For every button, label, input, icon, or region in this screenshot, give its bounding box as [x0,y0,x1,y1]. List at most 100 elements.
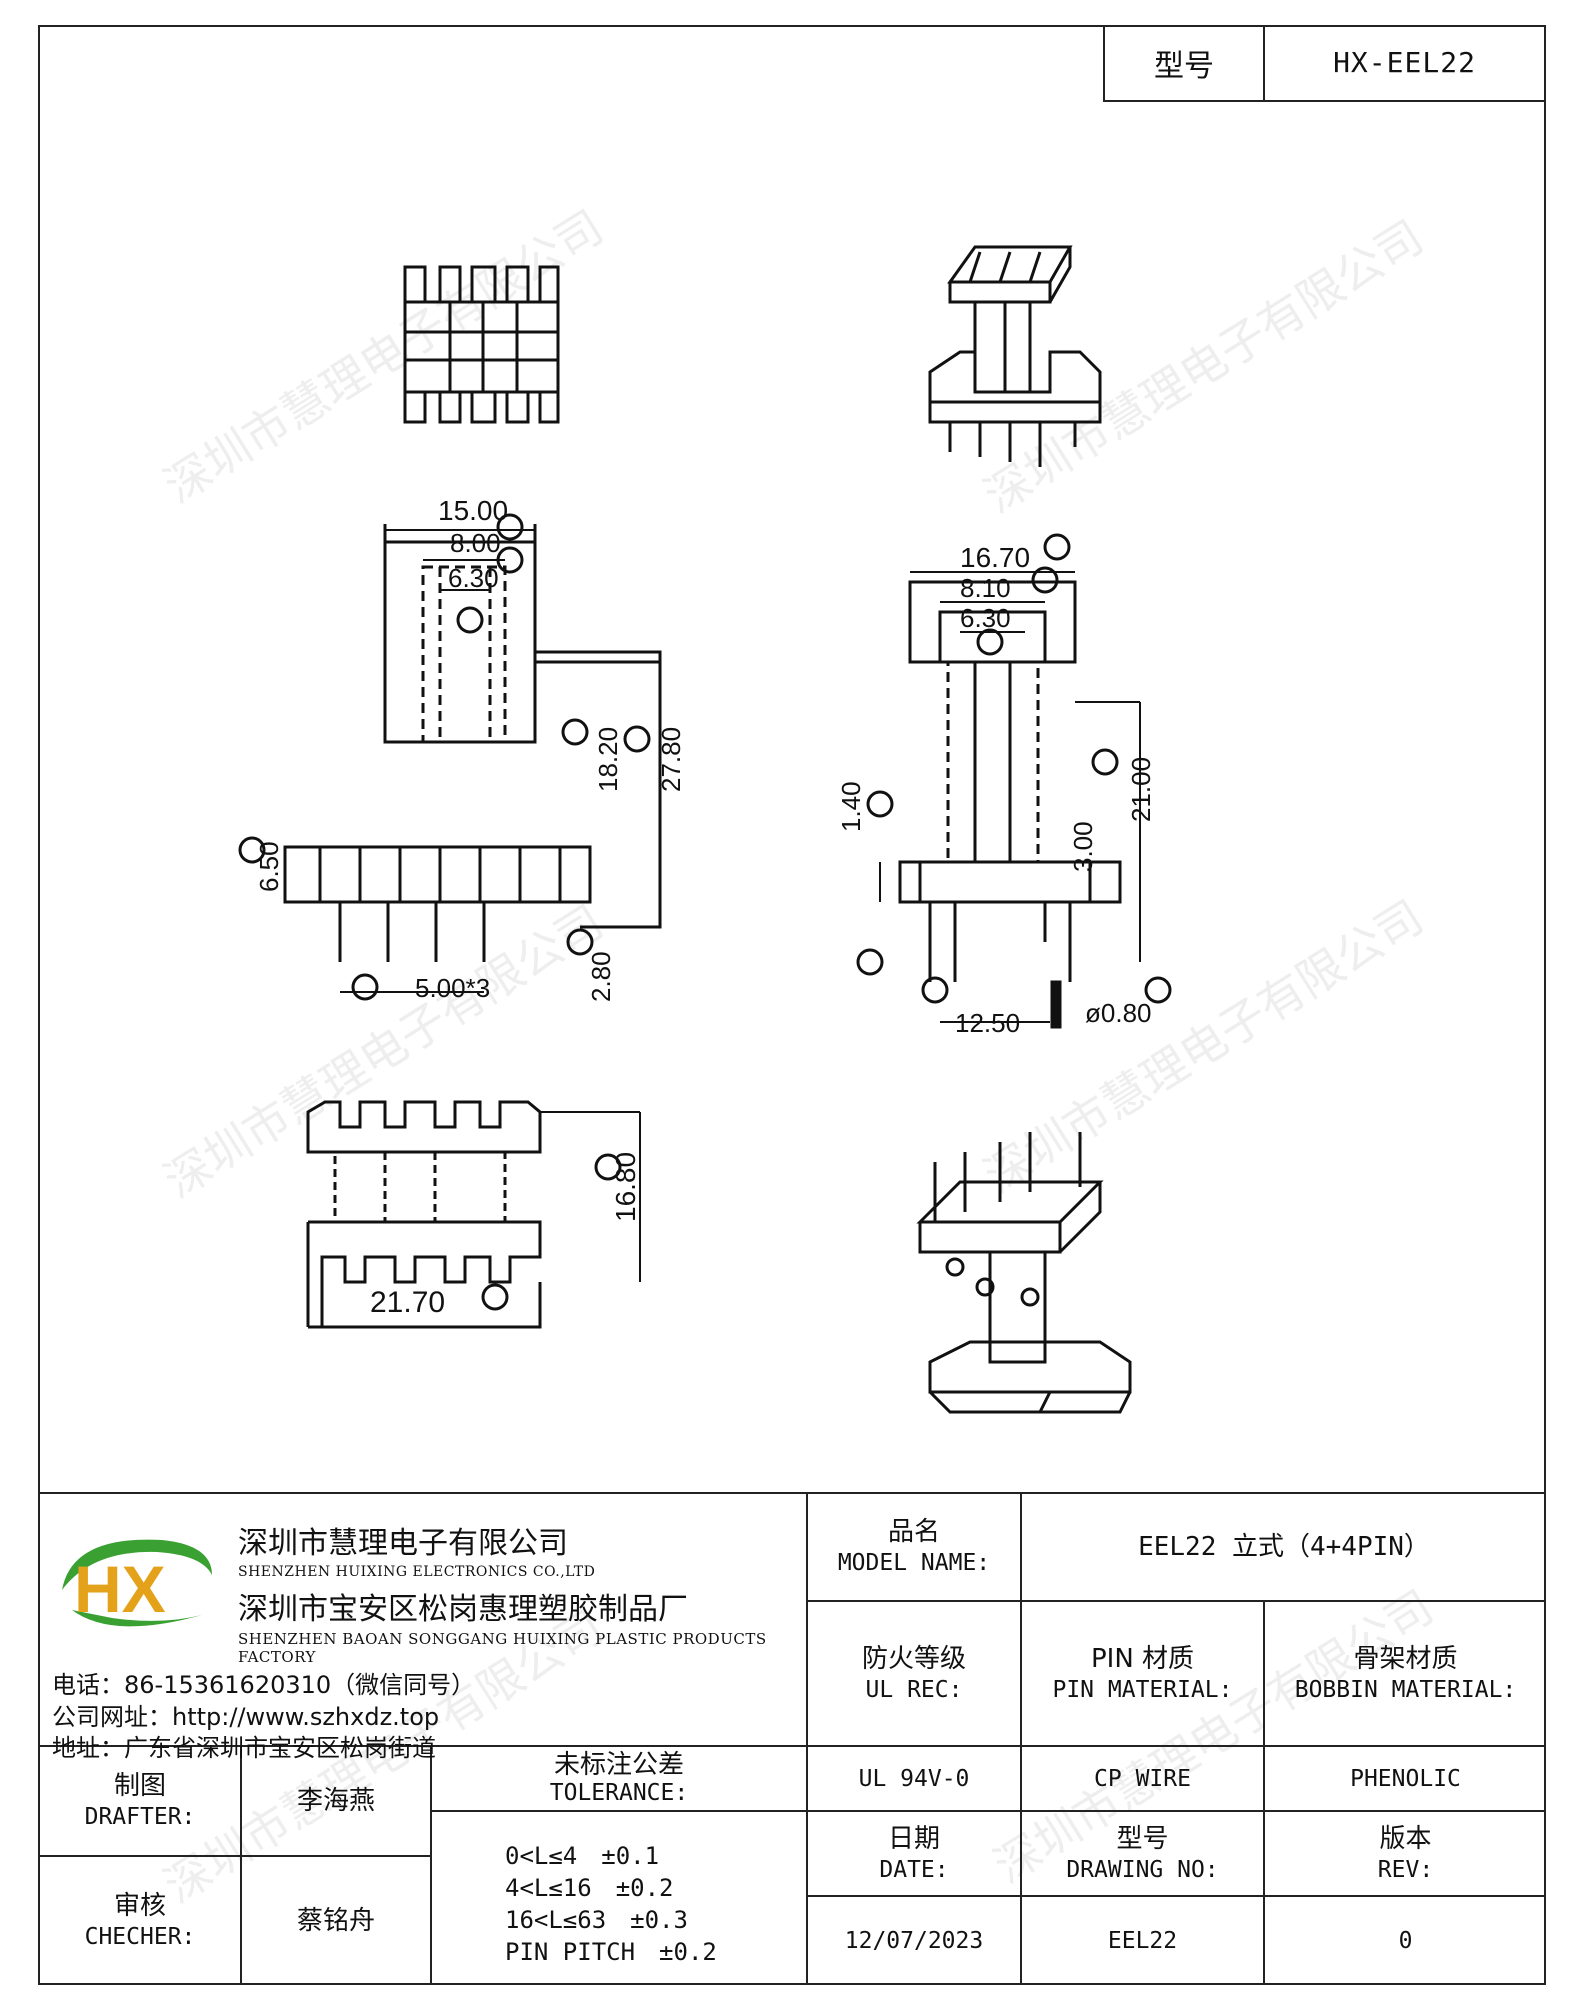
company-phone: 电话：86-15361620310（微信同号） [52,1671,476,1699]
side-dim-8: ø0.80 [1085,998,1152,1028]
company-address: 地址：广东省深圳市宝安区松岗街道 [52,1734,436,1762]
bobbin-value-cell: PHENOLIC [1265,1747,1546,1810]
ul-value: UL 94V-0 [858,1765,970,1792]
side-dim-3: 6.30 [960,603,1011,633]
drafter-name: 李海燕 [296,1786,375,1816]
side-dim-1: 16.70 [960,542,1030,573]
checker-en: CHECHER: [84,1924,196,1950]
front-dim-1: 15.00 [438,495,508,526]
rev-value-cell: 0 [1265,1897,1546,1985]
rev-cn: 版本 [1379,1823,1432,1854]
model-name-cn: 品名 [887,1517,940,1547]
model-value: HX-EEL22 [1333,46,1476,79]
company-name-cn: 深圳市慧理电子有限公司 [238,1526,568,1561]
rule [38,1745,1546,1747]
tolerance-item: PIN PITCH ±0.2 [505,1938,717,1966]
factory-name-cn: 深圳市宝安区松岗惠理塑胶制品厂 [238,1592,688,1627]
tolerance-label: 未标注公差 TOLERANCE: [432,1747,806,1810]
checker-name: 蔡铭舟 [296,1906,375,1936]
bobbin-material-label: 骨架材质 BOBBIN MATERIAL: [1265,1602,1546,1745]
front-dim-2: 8.00 [450,528,501,558]
pin-value: CP WIRE [1094,1765,1191,1792]
tolerance-en: TOLERANCE: [549,1779,689,1806]
isometric-view-bottom [916,1132,1132,1414]
model-name-value-cell: EEL22 立式（4+4PIN） [1022,1494,1546,1600]
rule [808,1600,1546,1602]
rev-label: 版本 REV: [1265,1812,1546,1895]
drawing-no-cn: 型号 [1116,1823,1169,1854]
isometric-view-top [928,245,1102,467]
checker-label: 审核 CHECHER: [40,1857,240,1985]
rev-value: 0 [1398,1928,1413,1954]
side-dim-4: 1.40 [836,781,866,832]
drafter-name-cell: 李海燕 [242,1747,430,1855]
front-dim-4: 18.20 [593,727,623,792]
bottom-dim-1: 16.80 [610,1152,641,1222]
ul-rec-label: 防火等级 UL REC: [808,1602,1020,1745]
rule [808,1810,1546,1812]
date-label: 日期 DATE: [808,1812,1020,1895]
model-label: 型号 [1105,25,1265,100]
model-name-en: MODEL NAME: [837,1550,991,1576]
date-value: 12/07/2023 [844,1928,984,1954]
drafter-label: 制图 DRAFTER: [40,1747,240,1855]
bobbin-value: PHENOLIC [1350,1765,1461,1792]
side-dim-5: 3.00 [1068,821,1098,872]
front-dim-3: 6.30 [448,563,499,593]
company-info: HX 深圳市慧理电子有限公司 SHENZHEN HUIXING ELECTRON… [50,1500,810,1762]
front-dim-7: 5.00*3 [415,973,490,1003]
model-number-box: 型号 HX-EEL22 [1103,25,1546,102]
company-website[interactable]: 公司网址：http://www.szhxdz.top [52,1703,440,1731]
rev-en: REV: [1377,1856,1434,1883]
rule [1020,1492,1022,1985]
bobbin-material-en: BOBBIN MATERIAL: [1294,1676,1517,1703]
company-name-en: SHENZHEN HUIXING ELECTRONICS CO.,LTD [238,1564,596,1580]
pin-material-cn: PIN 材质 [1090,1643,1195,1674]
checker-cn: 审核 [113,1891,166,1921]
drawing-sheet-border [38,25,1546,1985]
rule [240,1745,242,1985]
front-dim-8: 2.80 [586,951,616,1002]
side-view-drawing: 16.70 8.10 6.30 1.40 3.00 21.00 12.50 ø0… [836,533,1172,1038]
drawing-no-value-cell: EEL22 [1022,1897,1263,1985]
drafter-en: DRAFTER: [84,1804,196,1830]
checker-name-cell: 蔡铭舟 [242,1857,430,1985]
drawing-no-label: 型号 DRAWING NO: [1022,1812,1263,1895]
front-dim-6: 6.50 [254,841,284,892]
tolerance-item: 4<L≤16 ±0.2 [505,1874,674,1902]
drafter-cn: 制图 [113,1771,166,1801]
date-value-cell: 12/07/2023 [808,1897,1020,1985]
drawing-no-en: DRAWING NO: [1066,1856,1219,1883]
ul-rec-cn: 防火等级 [861,1643,966,1674]
side-dim-6: 21.00 [1126,757,1156,822]
model-name-value: EEL22 立式（4+4PIN） [1138,1532,1430,1562]
pin-material-en: PIN MATERIAL: [1052,1676,1233,1703]
front-view-drawing: 15.00 8.00 6.30 18.20 27.80 6.50 5.00*3 … [238,495,686,1003]
model-name-label: 品名 MODEL NAME: [808,1494,1020,1600]
rule [1263,1600,1265,1985]
pin-value-cell: CP WIRE [1022,1747,1263,1810]
side-dim-7: 12.50 [955,1008,1020,1038]
date-en: DATE: [879,1856,949,1883]
bottom-dim-2: 21.70 [370,1286,445,1319]
rule [430,1810,808,1812]
drawing-no-value: EEL22 [1107,1928,1178,1954]
factory-name-en: SHENZHEN BAOAN SONGGANG HUIXING PLASTIC … [238,1630,767,1666]
title-block-top-rule [38,1492,1546,1494]
rule [808,1895,1546,1897]
side-dim-2: 8.10 [960,573,1011,603]
date-cn: 日期 [887,1823,940,1854]
ul-rec-en: UL REC: [865,1676,963,1703]
tolerance-item: 16<L≤63 ±0.3 [505,1906,688,1934]
rule [806,1492,808,1985]
top-view-drawing [403,265,560,424]
rule [430,1745,432,1985]
tolerance-list: 0<L≤4 ±0.1 4<L≤16 ±0.2 16<L≤63 ±0.3 PIN … [505,1840,717,1968]
ul-value-cell: UL 94V-0 [808,1747,1020,1810]
tolerance-item: 0<L≤4 ±0.1 [505,1842,660,1870]
bottom-view-drawing: 16.80 21.70 [306,1100,641,1329]
company-logo: HX [62,1539,212,1627]
rule [38,1855,430,1857]
tolerance-cn: 未标注公差 [553,1749,684,1780]
bobbin-material-cn: 骨架材质 [1353,1643,1458,1674]
